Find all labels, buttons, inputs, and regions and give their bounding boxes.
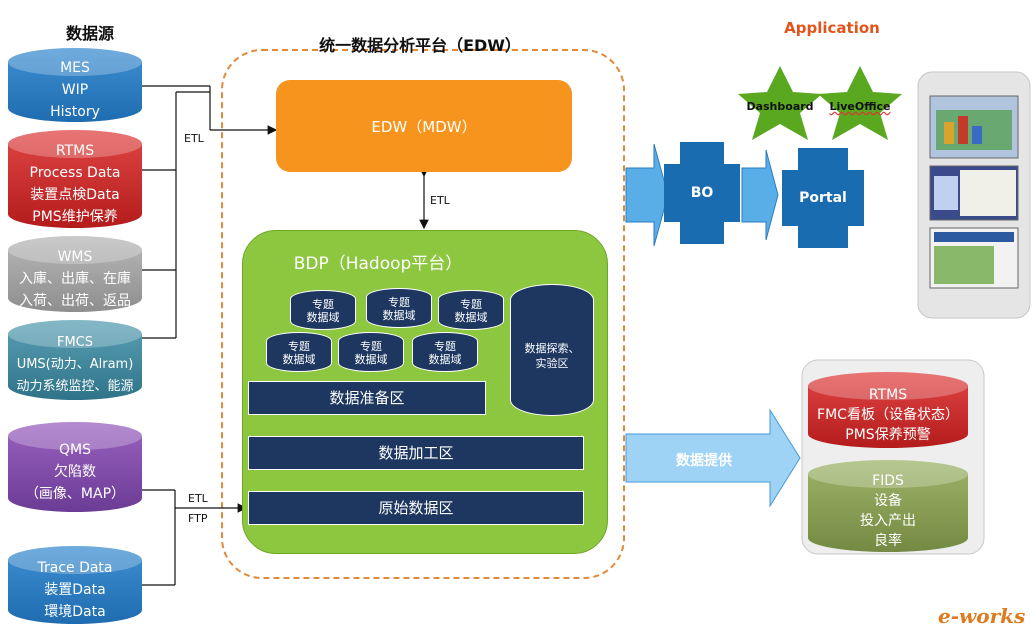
source-fmcs-line: 动力系统监控、能源 xyxy=(16,379,134,394)
sources-title: 数据源 xyxy=(65,24,114,43)
output-rtms-name: RTMS xyxy=(868,387,908,403)
liveoffice-star xyxy=(818,66,902,140)
provide-arrow xyxy=(625,408,801,508)
source-mes: MES WIP History xyxy=(8,48,142,122)
output-rtms-line: FMC看板（设备状态） xyxy=(817,407,959,423)
source-trace-name: Trace Data xyxy=(37,560,113,576)
topic-domain-cylinder: 专题数据域 xyxy=(266,332,332,372)
etl-label-mid: ETL xyxy=(430,194,450,207)
output-fids-line: 良率 xyxy=(874,533,902,549)
source-wms-line: 入荷、出荷、返品 xyxy=(19,293,131,309)
edw-box: EDW（MDW） xyxy=(276,80,572,172)
zone-raw: 原始数据区 xyxy=(248,491,584,525)
dashboard-label: Dashboard xyxy=(746,100,814,113)
arrow-to-bo xyxy=(625,143,669,247)
topic-domain-cylinder: 专题数据域 xyxy=(338,332,404,372)
source-wms-name: WMS xyxy=(57,249,93,265)
output-fids-line: 投入产出 xyxy=(860,513,916,529)
output-fids: FIDS 设备 投入产出 良率 xyxy=(808,460,968,552)
output-fids-name: FIDS xyxy=(872,473,904,489)
portal-label: Portal xyxy=(782,170,864,226)
source-qms-name: QMS xyxy=(59,442,91,458)
liveoffice-label: LiveOffice xyxy=(829,100,891,113)
dashboard-star xyxy=(738,66,822,140)
topic-domain-cylinder: 专题数据域 xyxy=(438,290,504,330)
source-qms: QMS 欠陷数 （画像、MAP） xyxy=(8,422,142,512)
source-mes-line: WIP xyxy=(61,82,89,98)
source-trace: Trace Data 装置Data 環境Data xyxy=(8,546,142,624)
zone-prep: 数据准备区 xyxy=(248,381,486,415)
portal-block: Portal xyxy=(782,148,864,248)
source-fmcs-line: UMS(动力、Alram) xyxy=(16,357,134,372)
platform-title: 统一数据分析平台（EDW） xyxy=(319,36,521,55)
etl-label-bottom: ETL xyxy=(188,492,208,505)
etl-label-top: ETL xyxy=(184,132,204,145)
bo-label: BO xyxy=(664,164,740,222)
bo-block: BO xyxy=(664,142,740,244)
source-qms-line: （画像、MAP） xyxy=(24,486,126,502)
topic-domain-cylinder: 专题数据域 xyxy=(366,288,432,328)
application-title: Application xyxy=(784,19,880,37)
exploration-cylinder: 数据探索、 实验区 xyxy=(510,284,594,416)
source-rtms-line: Process Data xyxy=(29,165,121,181)
zone-process: 数据加工区 xyxy=(248,436,584,470)
edw-label: EDW（MDW） xyxy=(371,117,477,136)
source-rtms-name: RTMS xyxy=(55,143,95,159)
source-mes-line: History xyxy=(50,104,100,120)
source-trace-line: 装置Data xyxy=(44,582,106,598)
provide-label: 数据提供 xyxy=(676,453,732,469)
source-wms-line: 入庫、出庫、在庫 xyxy=(19,271,131,287)
source-rtms-line: 装置点検Data xyxy=(30,187,120,203)
source-trace-line: 環境Data xyxy=(44,604,106,620)
etl-collector-lines xyxy=(142,85,429,586)
output-rtms: RTMS FMC看板（设备状态） PMS保养预警 xyxy=(808,372,968,448)
output-fids-line: 设备 xyxy=(874,493,902,509)
watermark: e-works xyxy=(938,604,1026,628)
exploration-line: 实验区 xyxy=(535,357,569,370)
source-mes-name: MES xyxy=(60,60,90,76)
arrow-to-portal xyxy=(741,149,779,241)
bdp-title: BDP（Hadoop平台） xyxy=(293,254,463,274)
output-rtms-line: PMS保养预警 xyxy=(845,427,931,443)
platform-border xyxy=(221,49,625,579)
source-rtms-line: PMS维护保养 xyxy=(32,209,118,225)
source-fmcs-name: FMCS xyxy=(56,335,94,350)
source-qms-line: 欠陷数 xyxy=(54,464,96,480)
source-fmcs: FMCS UMS(动力、Alram) 动力系统监控、能源 xyxy=(8,320,142,400)
exploration-line: 数据探索、 xyxy=(524,342,580,355)
topic-domain-cylinder: 专题数据域 xyxy=(290,290,356,330)
source-rtms: RTMS Process Data 装置点検Data PMS维护保养 xyxy=(8,130,142,228)
topic-domain-cylinder: 专题数据域 xyxy=(412,332,478,372)
source-wms: WMS 入庫、出庫、在庫 入荷、出荷、返品 xyxy=(8,236,142,312)
ftp-label: FTP xyxy=(188,512,208,525)
